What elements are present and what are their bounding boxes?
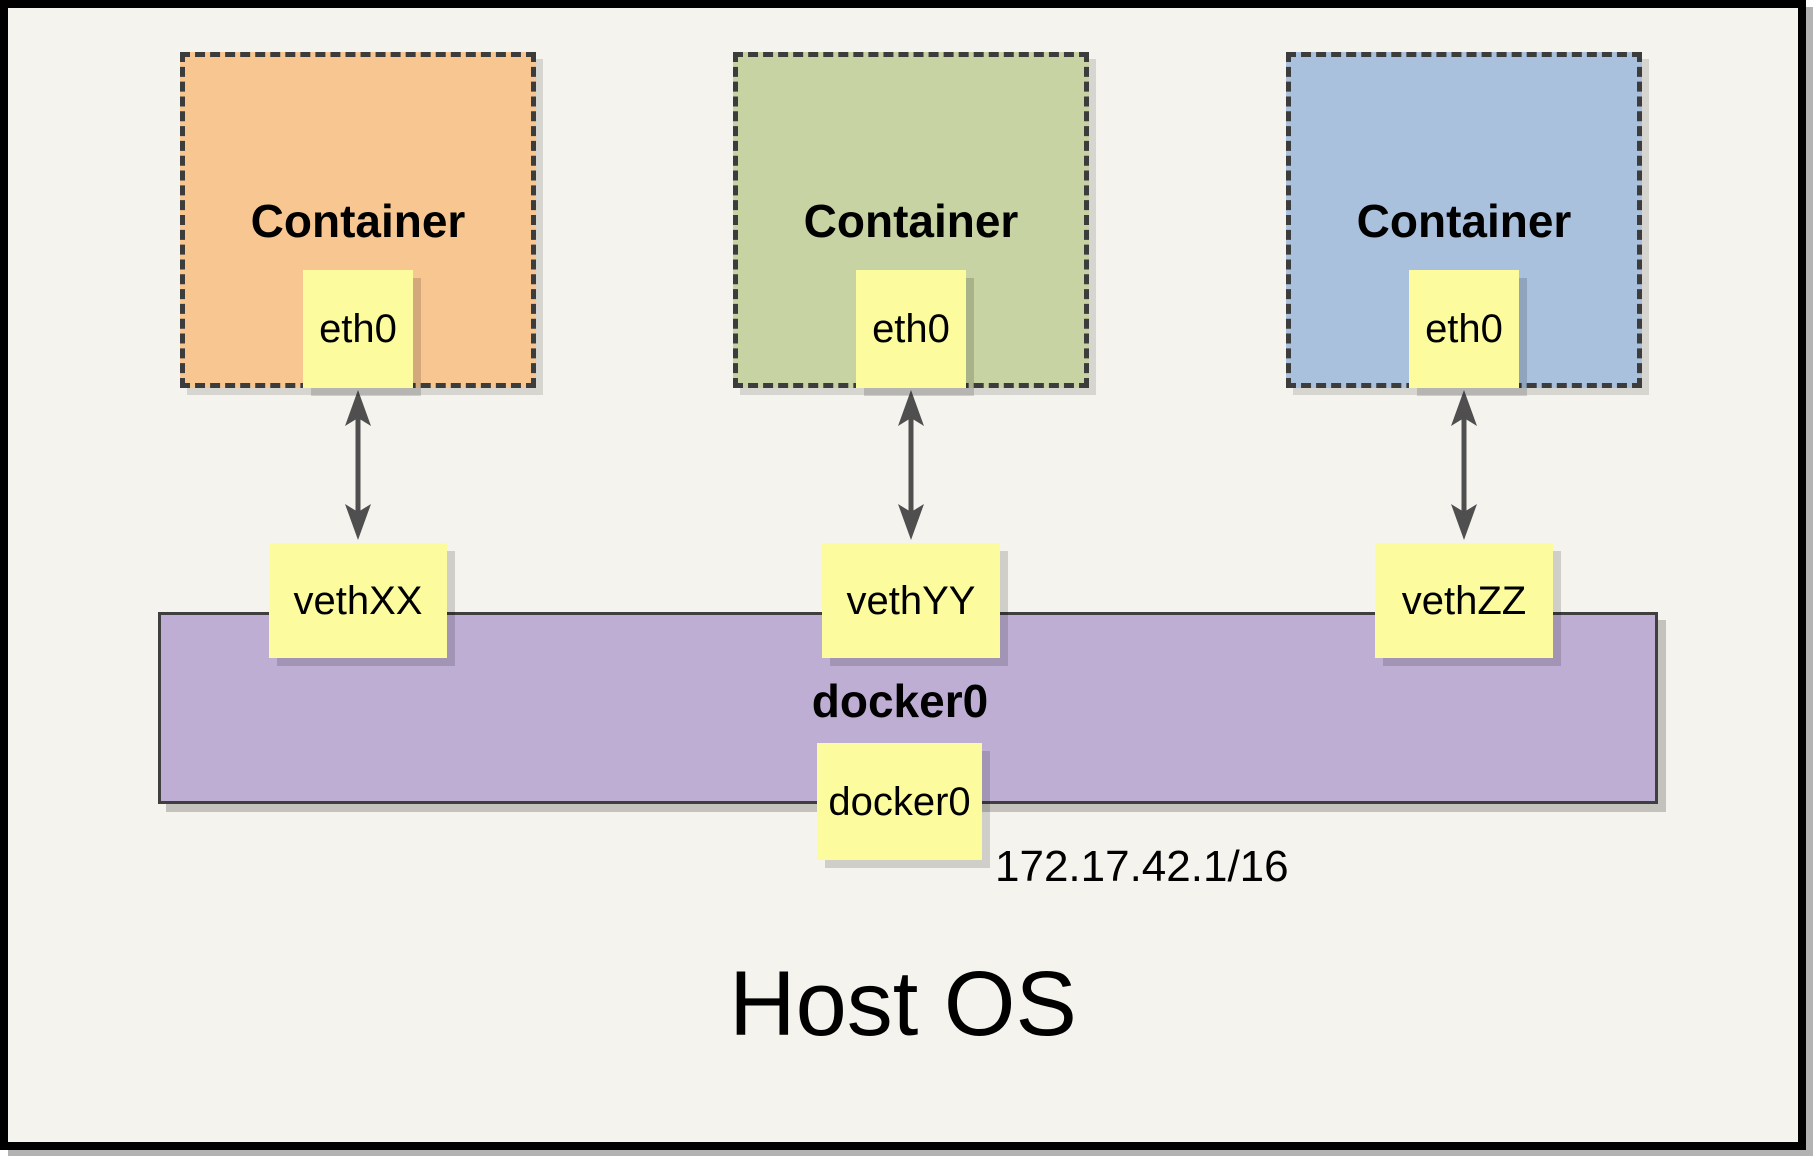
docker0-interface-label: docker0 — [828, 779, 971, 824]
eth0-label-3: eth0 — [1425, 307, 1503, 351]
docker0-bridge-title: docker0 — [811, 675, 989, 727]
veth-note-2: vethYY — [822, 543, 1000, 658]
veth-label-3: vethZZ — [1401, 578, 1527, 623]
eth0-note-1: eth0 — [303, 270, 413, 388]
bidirectional-arrow-icon-3 — [1451, 390, 1477, 540]
container-1-title: Container — [250, 195, 466, 247]
docker0-note: docker0 — [817, 743, 982, 860]
eth0-note-3: eth0 — [1409, 270, 1519, 388]
veth-label-1: vethXX — [293, 578, 423, 623]
ip-address-label: 172.17.42.1/16 — [995, 842, 1289, 891]
eth0-label-1: eth0 — [319, 307, 397, 351]
veth-note-3: vethZZ — [1375, 543, 1553, 658]
eth0-note-2: eth0 — [856, 270, 966, 388]
veth-note-1: vethXX — [269, 543, 447, 658]
host-os-label: Host OS — [729, 953, 1077, 1055]
veth-label-2: vethYY — [846, 578, 976, 623]
container-2-title: Container — [803, 195, 1019, 247]
bidirectional-arrow-icon-1 — [345, 390, 371, 540]
bidirectional-arrow-icon-2 — [898, 390, 924, 540]
container-3-title: Container — [1356, 195, 1572, 247]
eth0-label-2: eth0 — [872, 307, 950, 351]
